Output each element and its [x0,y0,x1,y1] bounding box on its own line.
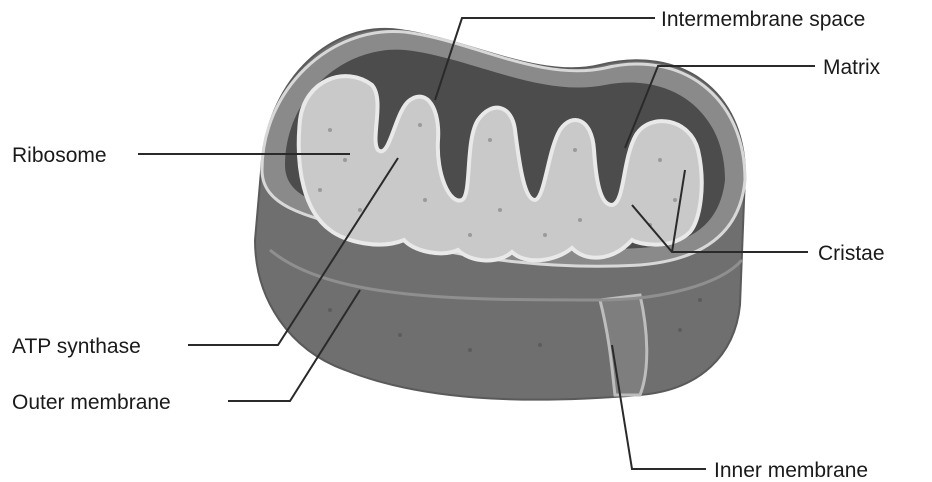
mitochondrion [255,29,745,400]
label-matrix: Matrix [823,56,881,79]
label-outer-membrane: Outer membrane [12,391,171,414]
label-atp-synthase: ATP synthase [12,335,141,358]
label-intermembrane-space: Intermembrane space [661,8,865,31]
label-inner-membrane: Inner membrane [714,459,868,482]
label-cristae: Cristae [818,242,885,265]
label-ribosome: Ribosome [12,144,107,167]
